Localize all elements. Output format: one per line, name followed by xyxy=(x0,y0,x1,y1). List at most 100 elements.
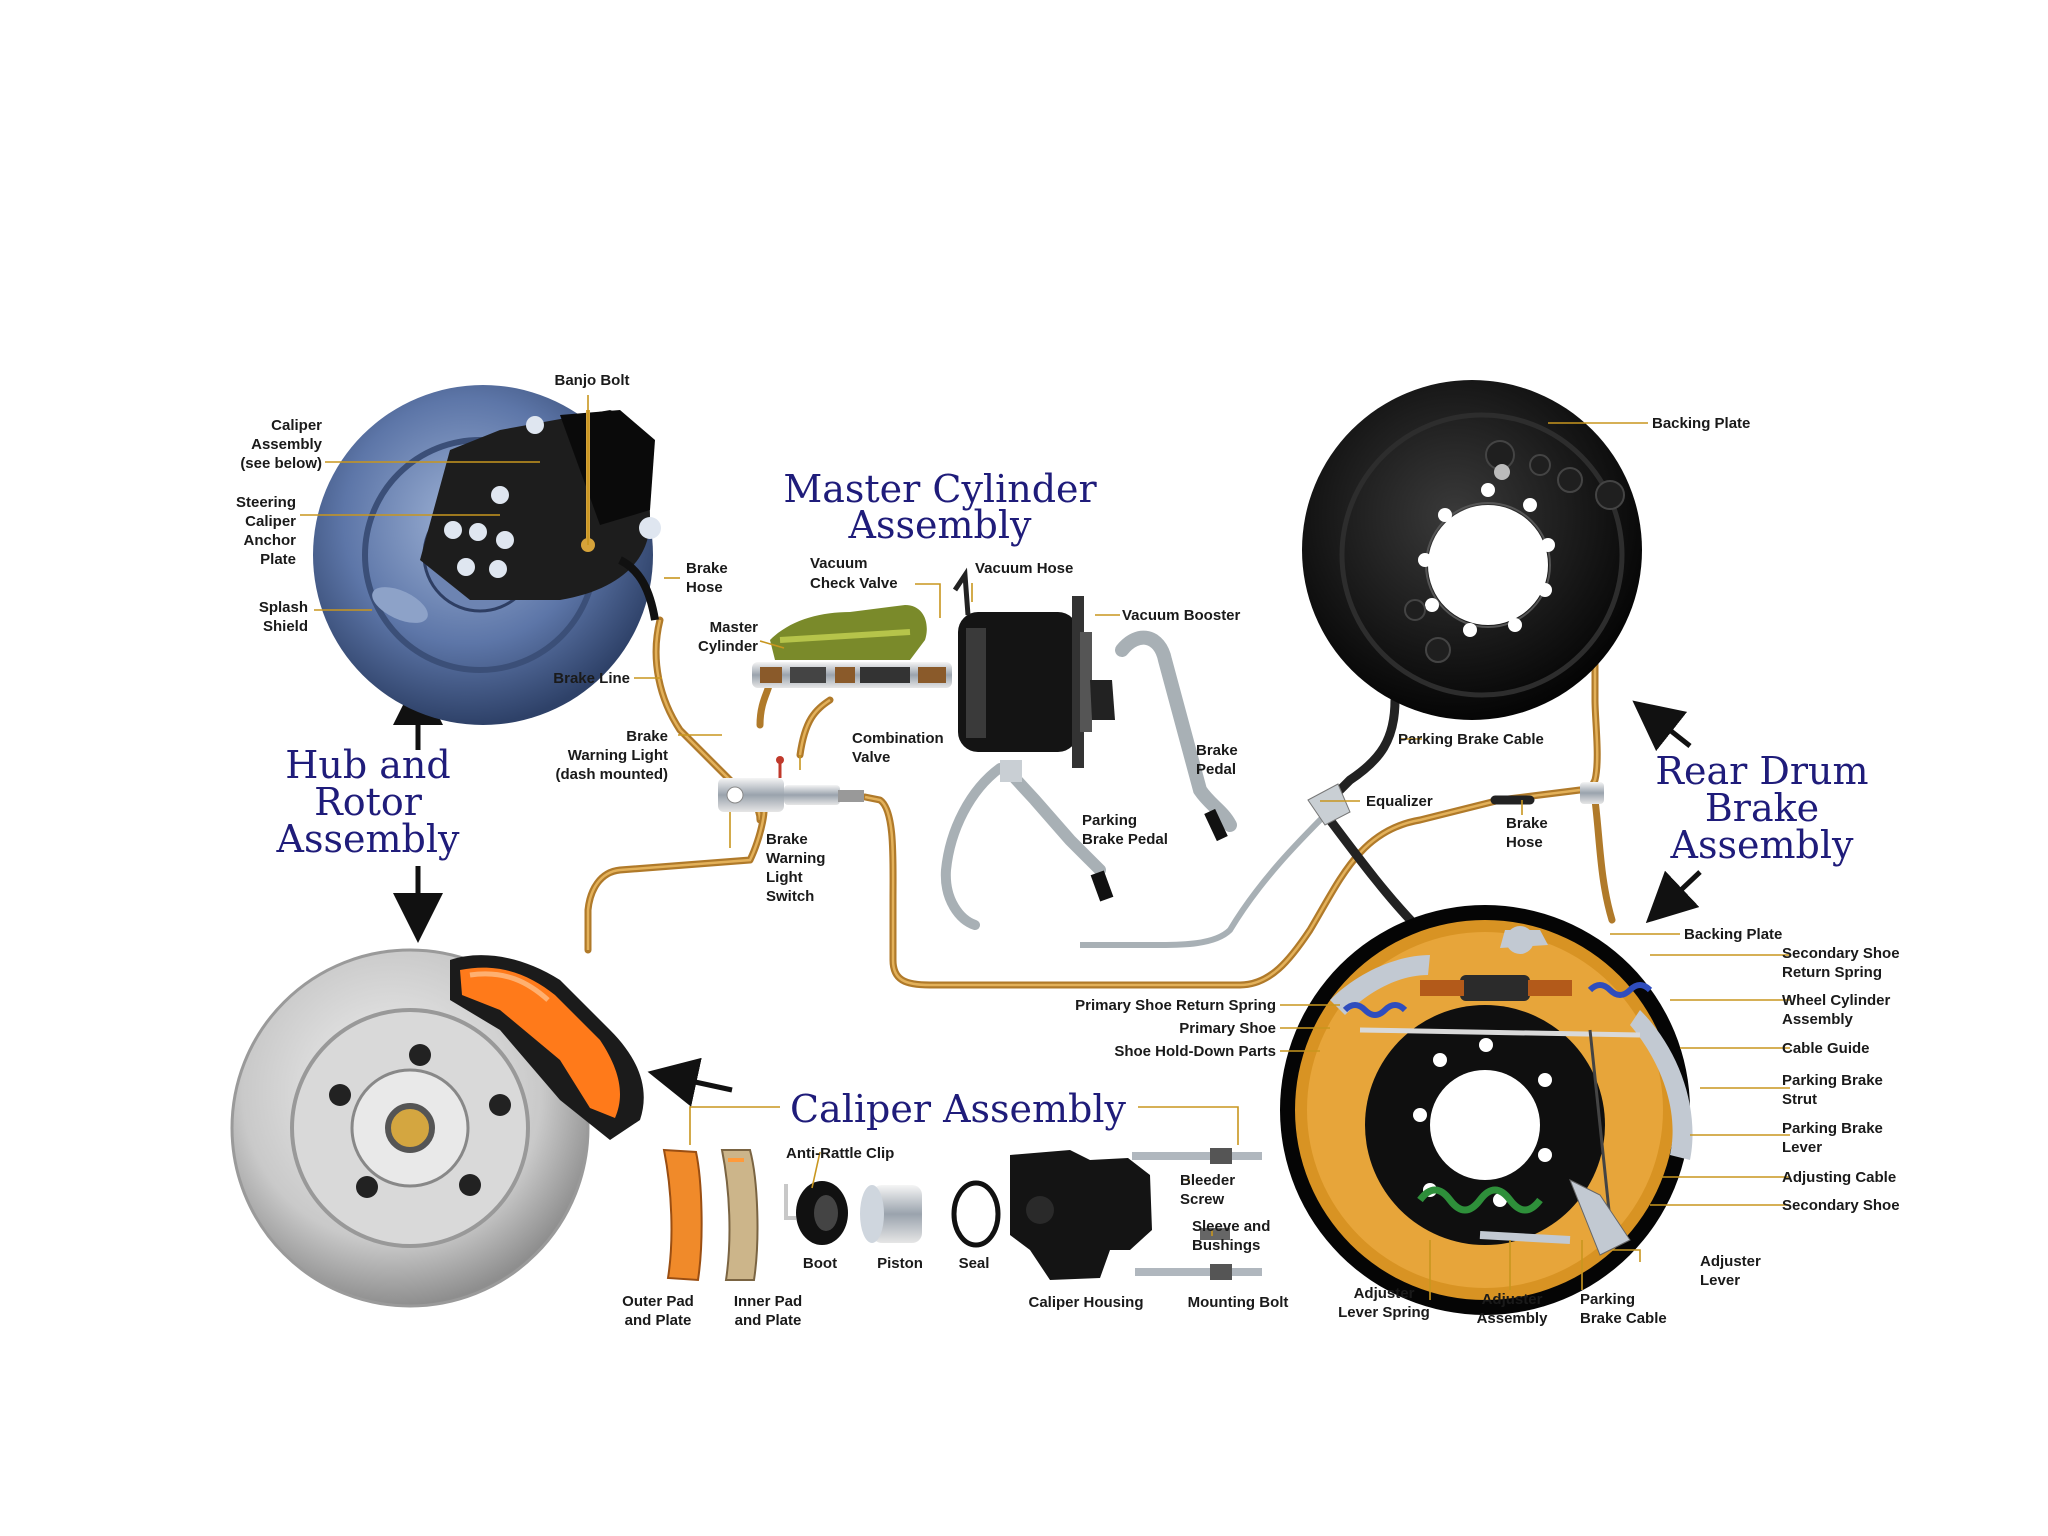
brake-pedal xyxy=(1122,638,1230,841)
svg-text:Assembly: Assembly xyxy=(251,436,323,453)
outer-pad-and-plate xyxy=(664,1150,702,1280)
label-brake-warning-light: Brake Warning Light (dash mounted) xyxy=(556,728,669,783)
svg-text:Sleeve and: Sleeve and xyxy=(1192,1218,1270,1235)
svg-text:Steering: Steering xyxy=(236,494,296,511)
label-caliper-housing: Caliper Housing xyxy=(1028,1294,1143,1311)
svg-text:Anti-Rattle Clip: Anti-Rattle Clip xyxy=(786,1145,894,1162)
svg-text:Adjuster: Adjuster xyxy=(1482,1291,1543,1308)
label-banjo-bolt: Banjo Bolt xyxy=(555,372,630,389)
anti-rattle-clip xyxy=(786,1184,796,1218)
label-primary-shoe-return-spring: Primary Shoe Return Spring xyxy=(1075,997,1276,1014)
svg-text:Assembly: Assembly xyxy=(848,503,1032,547)
svg-text:Lever Spring: Lever Spring xyxy=(1338,1304,1430,1321)
svg-text:and Plate: and Plate xyxy=(625,1312,692,1329)
master-cylinder xyxy=(752,605,952,688)
label-brake-hose-front: Brake Hose xyxy=(686,560,728,596)
label-backing-plate-top: Backing Plate xyxy=(1652,415,1750,432)
label-cable-guide: Cable Guide xyxy=(1782,1040,1870,1057)
svg-text:Secondary Shoe: Secondary Shoe xyxy=(1782,1197,1900,1214)
svg-text:and Plate: and Plate xyxy=(735,1312,802,1329)
svg-text:Lever: Lever xyxy=(1700,1272,1740,1289)
svg-text:Adjuster: Adjuster xyxy=(1354,1285,1415,1302)
svg-text:Anchor: Anchor xyxy=(244,532,297,549)
rear-drum-title: Rear Drum Brake Assembly xyxy=(1655,749,1868,867)
svg-text:Brake: Brake xyxy=(1506,815,1548,832)
svg-text:Assembly: Assembly xyxy=(276,817,460,861)
bleeder-screw xyxy=(1132,1148,1262,1164)
svg-text:Banjo Bolt: Banjo Bolt xyxy=(555,372,630,389)
svg-text:Caliper Housing: Caliper Housing xyxy=(1028,1294,1143,1311)
svg-text:Warning Light: Warning Light xyxy=(568,747,668,764)
svg-text:Boot: Boot xyxy=(803,1255,837,1272)
svg-text:(dash mounted): (dash mounted) xyxy=(556,766,669,783)
svg-text:Backing Plate: Backing Plate xyxy=(1652,415,1750,432)
svg-text:(see below): (see below) xyxy=(240,455,322,472)
svg-text:Cylinder: Cylinder xyxy=(698,638,758,655)
caliper-housing xyxy=(1010,1150,1152,1280)
label-brake-pedal: Brake Pedal xyxy=(1196,742,1238,778)
svg-text:Inner Pad: Inner Pad xyxy=(734,1293,802,1310)
caliper-title-bracket-left xyxy=(690,1107,780,1145)
svg-text:Brake Cable: Brake Cable xyxy=(1580,1310,1667,1327)
svg-text:Mounting Bolt: Mounting Bolt xyxy=(1188,1294,1289,1311)
svg-text:Adjusting Cable: Adjusting Cable xyxy=(1782,1169,1896,1186)
label-wheel-cylinder-assembly: Wheel Cylinder Assembly xyxy=(1782,992,1891,1028)
label-adjusting-cable: Adjusting Cable xyxy=(1782,1169,1896,1186)
label-master-cylinder: Master Cylinder xyxy=(698,619,758,655)
svg-text:Splash: Splash xyxy=(259,599,308,616)
svg-text:Hose: Hose xyxy=(1506,834,1543,851)
svg-text:Warning: Warning xyxy=(766,850,825,867)
label-backing-plate-drum: Backing Plate xyxy=(1684,926,1782,943)
label-anti-rattle-clip: Anti-Rattle Clip xyxy=(786,1145,894,1162)
rear-brake-hose-fitting xyxy=(1580,782,1604,804)
label-secondary-shoe-return-spring: Secondary Shoe Return Spring xyxy=(1782,945,1900,981)
label-vacuum-booster: Vacuum Booster xyxy=(1122,607,1241,624)
svg-text:Return Spring: Return Spring xyxy=(1782,964,1882,981)
svg-text:Bushings: Bushings xyxy=(1192,1237,1260,1254)
label-steering-caliper-anchor-plate: Steering Caliper Anchor Plate xyxy=(236,494,296,568)
svg-text:Vacuum Booster: Vacuum Booster xyxy=(1122,607,1241,624)
combination-valve xyxy=(718,756,864,812)
seal xyxy=(954,1183,998,1245)
label-caliper-assembly: Caliper Assembly (see below) xyxy=(240,417,322,472)
svg-text:Assembly: Assembly xyxy=(1670,823,1854,867)
caliper-assembly-title: Caliper Assembly xyxy=(790,1087,1127,1131)
svg-text:Plate: Plate xyxy=(260,551,296,568)
label-vacuum-hose: Vacuum Hose xyxy=(975,560,1073,577)
label-seal: Seal xyxy=(959,1255,990,1272)
caliper-title-bracket-right xyxy=(1138,1107,1238,1145)
label-splash-shield: Splash Shield xyxy=(259,599,308,635)
svg-text:Screw: Screw xyxy=(1180,1191,1225,1208)
svg-text:Wheel Cylinder: Wheel Cylinder xyxy=(1782,992,1891,1009)
mounting-bolt xyxy=(1135,1264,1262,1280)
label-parking-brake-cable-top: Parking Brake Cable xyxy=(1398,731,1544,748)
label-bleeder-screw: Bleeder Screw xyxy=(1180,1172,1235,1208)
rear-backing-plate xyxy=(1302,380,1642,720)
svg-text:Brake: Brake xyxy=(626,728,668,745)
svg-text:Bleeder: Bleeder xyxy=(1180,1172,1235,1189)
svg-text:Vacuum: Vacuum xyxy=(810,555,868,572)
label-secondary-shoe: Secondary Shoe xyxy=(1782,1197,1900,1214)
svg-text:Brake Pedal: Brake Pedal xyxy=(1082,831,1168,848)
svg-text:Vacuum Hose: Vacuum Hose xyxy=(975,560,1073,577)
svg-text:Parking: Parking xyxy=(1580,1291,1635,1308)
inner-pad-and-plate xyxy=(722,1150,757,1280)
svg-text:Brake Line: Brake Line xyxy=(553,670,630,687)
label-vacuum-check-valve: Vacuum Check Valve xyxy=(810,555,898,592)
label-piston: Piston xyxy=(877,1255,923,1272)
master-cylinder-title: Master Cylinder Assembly xyxy=(783,467,1097,547)
svg-text:Check Valve: Check Valve xyxy=(810,575,898,592)
label-brake-line: Brake Line xyxy=(553,670,630,687)
svg-text:Parking: Parking xyxy=(1082,812,1137,829)
label-parking-brake-lever: Parking Brake Lever xyxy=(1782,1120,1883,1156)
label-boot: Boot xyxy=(803,1255,837,1272)
svg-text:Switch: Switch xyxy=(766,888,814,905)
svg-text:Caliper: Caliper xyxy=(245,513,296,530)
svg-text:Shield: Shield xyxy=(263,618,308,635)
svg-text:Cable Guide: Cable Guide xyxy=(1782,1040,1870,1057)
svg-text:Brake: Brake xyxy=(1196,742,1238,759)
svg-text:Assembly: Assembly xyxy=(1477,1310,1549,1327)
label-brake-warning-light-switch: Brake Warning Light Switch xyxy=(766,831,825,905)
svg-text:Adjuster: Adjuster xyxy=(1700,1253,1761,1270)
